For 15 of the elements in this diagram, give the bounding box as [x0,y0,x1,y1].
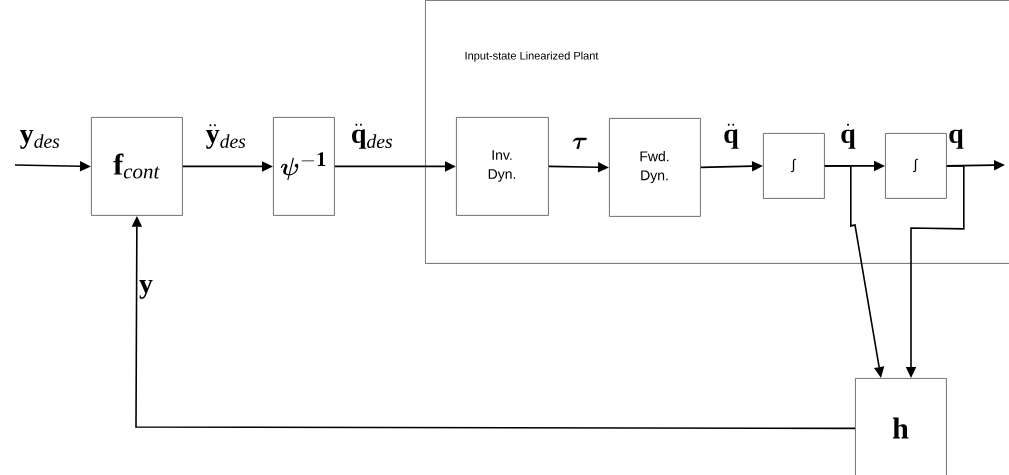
edge-label: $\ddot{\mathbf{y}}_{\mathit{des}}$ [205,124,246,149]
block-box: Inv. Dyn. [456,117,549,216]
edge-label: $\mathbf{q}$ [949,129,964,149]
block-box: $\boldsymbol{\psi}^{\mathbf{-1}}$ [273,117,335,216]
edge-label: $\mathbf{y}$ [139,279,153,299]
integrator-box: ∫ [763,133,825,199]
block-box: $\mathbf{f}_{\mathit{cont}}$ [91,117,183,216]
edge-label: $\dot{\mathbf{q}}$ [841,123,856,149]
edge-label: $\ddot{\mathbf{q}}$ [724,123,739,149]
block-box: $\mathbf{h}$ [855,378,947,475]
block-box: Fwd. Dyn. [609,118,701,217]
integrator-box: ∫ [885,133,947,199]
edge-label: $\ddot{\mathbf{q}}_{\mathit{des}}$ [352,123,392,149]
edge-label: $\boldsymbol{\tau}$ [572,137,587,150]
edge-label: $\mathbf{y}_{\mathit{des}}$ [19,129,60,149]
